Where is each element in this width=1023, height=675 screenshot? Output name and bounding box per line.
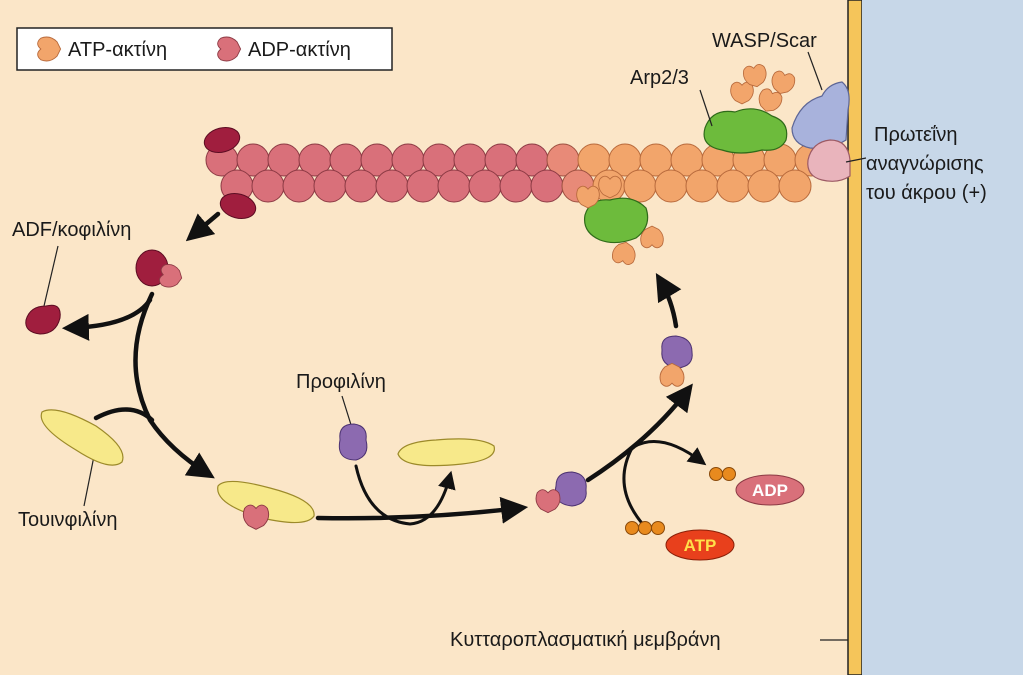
legend-adp-actin-label: ADP-ακτίνη [248, 39, 351, 61]
adf-cofilin-bound-adp-actin [135, 249, 185, 290]
profilin-leader-line [341, 395, 353, 429]
profilin-free [338, 423, 368, 461]
thymosin-bound-adp-actin [217, 480, 315, 530]
profilin-atp-actin-complex [659, 335, 693, 387]
plasma-membrane [847, 0, 863, 675]
membrane-label: Κυτταροπλασματική μεμβράνη [450, 629, 721, 651]
adf-cofilin-label: ADF/κοφιλίνη [12, 219, 131, 241]
atp-molecule: ATP [625, 521, 735, 561]
actin-filament [205, 143, 828, 203]
atp-badge-label: ATP [684, 536, 717, 555]
thymosin-released [397, 438, 495, 467]
extracellular-region [862, 0, 1023, 675]
profilin-label: Προφιλίνη [296, 371, 386, 393]
filament-subunit [282, 169, 316, 203]
arp23-complex-top [703, 62, 797, 154]
cytoplasm-region [0, 0, 848, 675]
end-protein-label-line2: αναγνώρισης [866, 153, 984, 175]
legend: ATP-ακτίνη ADP-ακτίνη [16, 27, 393, 71]
thymosin-free [40, 409, 124, 466]
adp-badge-label: ADP [752, 481, 788, 500]
filament-subunit [437, 169, 471, 203]
profilin-adp-actin-complex [535, 471, 587, 514]
filament-subunit [406, 169, 440, 203]
filament-subunit [344, 169, 378, 203]
filament-subunit [375, 169, 409, 203]
arrow-to-profilin-atp [585, 383, 693, 483]
arrow-profilin-exchange [354, 464, 456, 526]
filament-subunit [623, 169, 657, 203]
adp-molecule: ADP [709, 467, 805, 506]
filament-subunit [251, 169, 285, 203]
legend-box [16, 27, 393, 71]
filament-subunit [468, 169, 502, 203]
adf-cofilin-on-filament [203, 127, 257, 219]
filament-subunit [313, 169, 347, 203]
plus-end-recognition-protein [807, 139, 851, 182]
filament-subunit [499, 169, 533, 203]
arp23-complex-lower [576, 175, 664, 267]
filament-subunit [530, 169, 564, 203]
cycle-arrows [61, 211, 707, 532]
wasp-scar-label: WASP/Scar [712, 30, 817, 52]
end-protein-label-line3: του άκρου (+) [866, 182, 987, 204]
end-protein-label-line1: Πρωτεΐνη [874, 124, 958, 146]
filament-subunit [654, 169, 688, 203]
end-protein-leader-line [845, 157, 867, 163]
arrow-to-profilin [315, 496, 529, 524]
free-adf-cofilin [25, 304, 61, 335]
filament-subunit [685, 169, 719, 203]
filament-subunit [747, 169, 781, 203]
thymosin-label: Τουινφιλίνη [18, 509, 118, 531]
filament-subunit [716, 169, 750, 203]
arp23-label: Arp2/3 [630, 67, 689, 89]
wasp-leader-line [807, 51, 823, 91]
arrow-depolymerize [185, 211, 221, 242]
adf-cofilin-leader-line [43, 245, 59, 307]
filament-subunit [778, 169, 812, 203]
legend-atp-actin-label: ATP-ακτίνη [68, 39, 167, 61]
arp23-leader-line [699, 89, 713, 127]
arrow-nucleotide-exchange [622, 440, 707, 532]
arrow-to-filament [655, 273, 682, 329]
arrow-thymosin-join [93, 407, 155, 423]
wasp-scar-protein [791, 81, 850, 149]
